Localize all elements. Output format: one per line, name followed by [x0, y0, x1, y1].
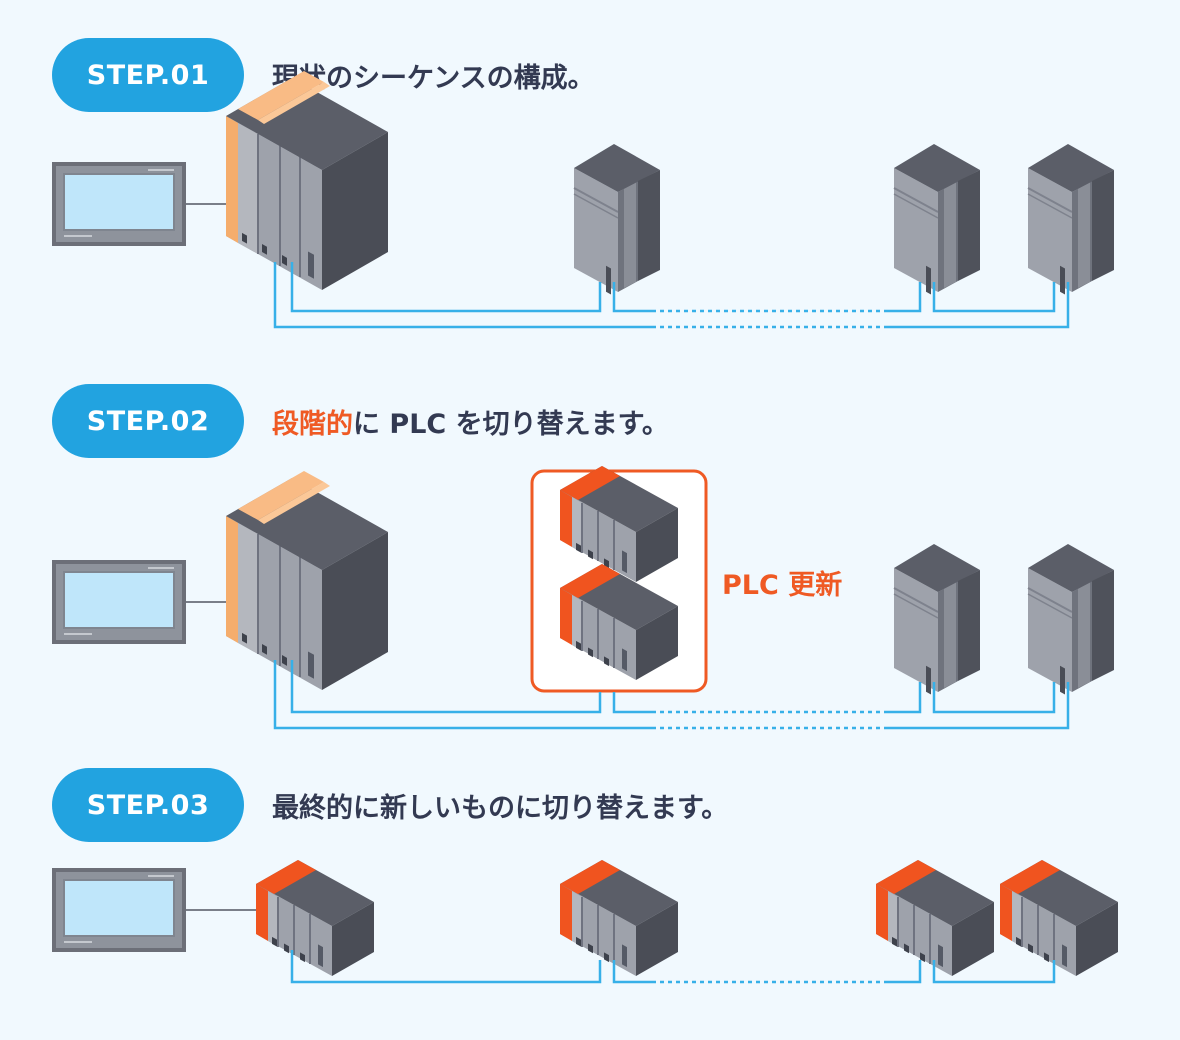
legacy-remote-io-icon [893, 143, 981, 296]
step-2-title-highlight: 段階的 [272, 408, 353, 440]
legacy-remote-io-icon [1027, 543, 1115, 696]
step-1-badge: STEP.01 [52, 38, 244, 112]
hmi-touch-panel-icon [51, 559, 187, 645]
legacy-remote-io-icon [573, 143, 661, 296]
new-plc-unit-icon [559, 859, 679, 977]
network-line [273, 660, 1070, 730]
legacy-plc-rack-icon [225, 70, 389, 291]
step-1-diagram [51, 70, 1115, 329]
new-plc-unit-icon [875, 859, 995, 977]
network-line [290, 950, 1056, 984]
step-2-badge: STEP.02 [52, 384, 244, 458]
step-2-title-text: に PLC を切り替えます。 [353, 408, 669, 440]
step-3-title: 最終的に新しいものに切り替えます。 [272, 768, 728, 842]
network-line [273, 262, 1070, 329]
hmi-touch-panel-icon [51, 161, 187, 247]
step-3-badge: STEP.03 [52, 768, 244, 842]
step-2-diagram [51, 465, 1115, 730]
plc-update-label: PLC 更新 [722, 570, 843, 601]
step-2-title: 段階的に PLC を切り替えます。 [272, 384, 669, 458]
new-plc-unit-icon [999, 859, 1119, 977]
step-3-title-text: 最終的に新しいものに切り替えます。 [272, 792, 729, 824]
new-plc-unit-icon [255, 859, 375, 977]
step-3-diagram [51, 859, 1119, 984]
hmi-touch-panel-icon [51, 867, 187, 953]
legacy-remote-io-icon [893, 543, 981, 696]
legacy-plc-rack-icon [225, 470, 389, 691]
legacy-remote-io-icon [1027, 143, 1115, 296]
